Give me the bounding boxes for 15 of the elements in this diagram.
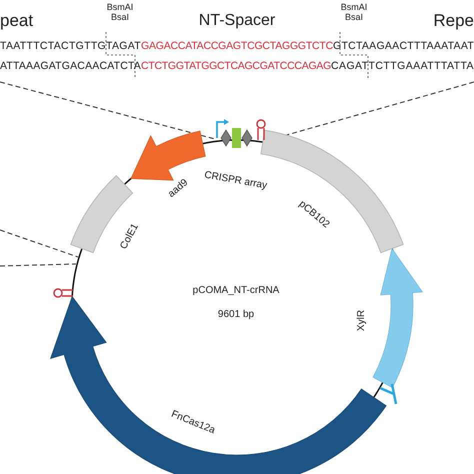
- plasmid-size: 9601 bp: [218, 308, 254, 320]
- sequence-text: ATTAAAGATGACAACATCTA: [0, 61, 141, 73]
- feature-label: CRISPR array: [204, 169, 268, 191]
- sequence-text: GTCTAAGAACTTTAAATAAT: [333, 41, 474, 53]
- enzyme-label: BsmAI BsaI: [340, 3, 368, 23]
- sequence-heading: Repe: [433, 12, 474, 31]
- sequence-heading: NT-Spacer: [198, 12, 276, 30]
- enzyme-label: BsmAI BsaI: [106, 3, 134, 23]
- plasmid-name: pCOMA_NT-crRNA: [192, 284, 280, 296]
- sequence-text: TAATTTCTACTGTTGTAGAT: [0, 41, 141, 53]
- feature-label: XylR: [356, 309, 368, 331]
- sequence-heading: peat: [0, 12, 34, 31]
- sequence-text: CAGATTCTTGAAATTTATTA: [331, 61, 474, 73]
- sequence-text: CTCTGGTATGGCTCAGCGATCCCAGAG: [141, 61, 331, 73]
- sequence-text: GAGACCATACCGAGTCGCTAGGGTCTC: [141, 41, 333, 53]
